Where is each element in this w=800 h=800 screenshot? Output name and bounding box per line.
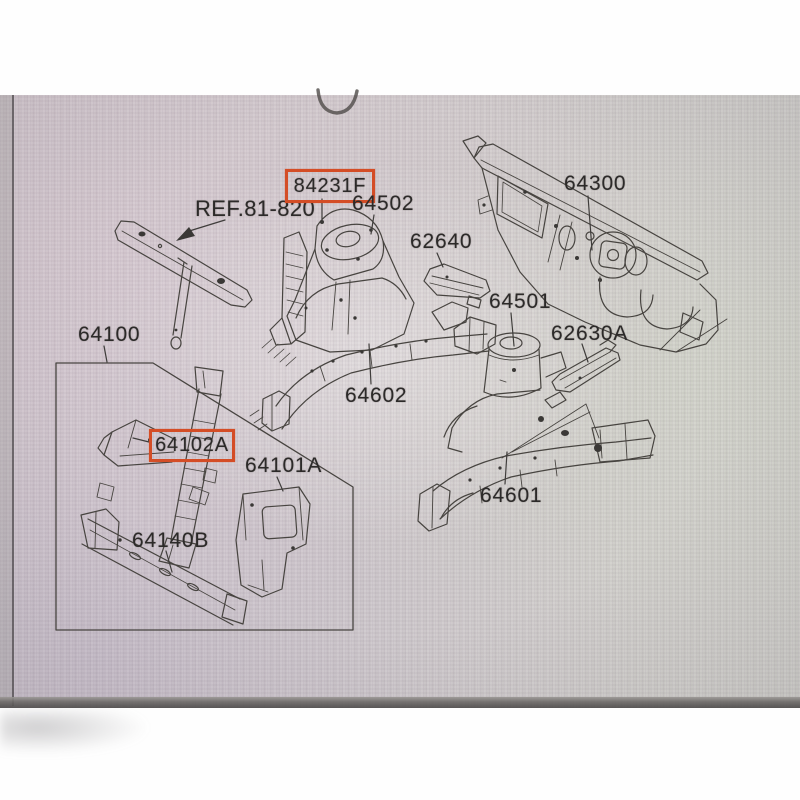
label-64501: 64501: [489, 290, 552, 313]
part-64300-drawing: [462, 135, 728, 353]
label-62640: 62640: [410, 230, 473, 253]
part-62640-drawing: [423, 263, 491, 309]
label-64300: 64300: [564, 172, 627, 195]
part-64102a-drawing: [97, 366, 224, 569]
label-64102a: 64102A: [155, 434, 229, 456]
label-64602: 64602: [345, 384, 408, 407]
photo-smudge: [0, 710, 150, 754]
monitor-bottom-bezel: [0, 697, 800, 708]
label-64100: 64100: [78, 323, 141, 346]
label-62630a: 62630A: [551, 322, 629, 345]
monitor-screen-area: [0, 95, 800, 708]
part-ref-bar-drawing: [114, 220, 253, 350]
label-64502: 64502: [352, 192, 415, 215]
part-64601-drawing: [417, 391, 656, 532]
label-64101a: 64101A: [245, 454, 323, 477]
part-64140b-drawing: [80, 482, 248, 626]
part-64602-drawing: [249, 301, 497, 432]
part-64501-drawing: [443, 332, 567, 453]
highlight-box-84231f: 84231F: [285, 169, 375, 203]
label-84231f: 84231F: [293, 174, 367, 197]
screen-left-edge-line: [12, 95, 14, 706]
screen-left-strip: [0, 95, 12, 707]
highlight-box-64102a: 64102A: [149, 429, 235, 462]
label-64601: 64601: [480, 484, 543, 507]
part-64101a-drawing: [235, 486, 311, 598]
screen-smudge-arc: [316, 88, 359, 115]
leader-lines: [103, 195, 593, 573]
assembly-64100-box: [55, 362, 354, 631]
part-62630a-drawing: [551, 339, 621, 393]
part-64502-drawing: [261, 208, 415, 367]
label-64140b: 64140B: [132, 529, 210, 552]
